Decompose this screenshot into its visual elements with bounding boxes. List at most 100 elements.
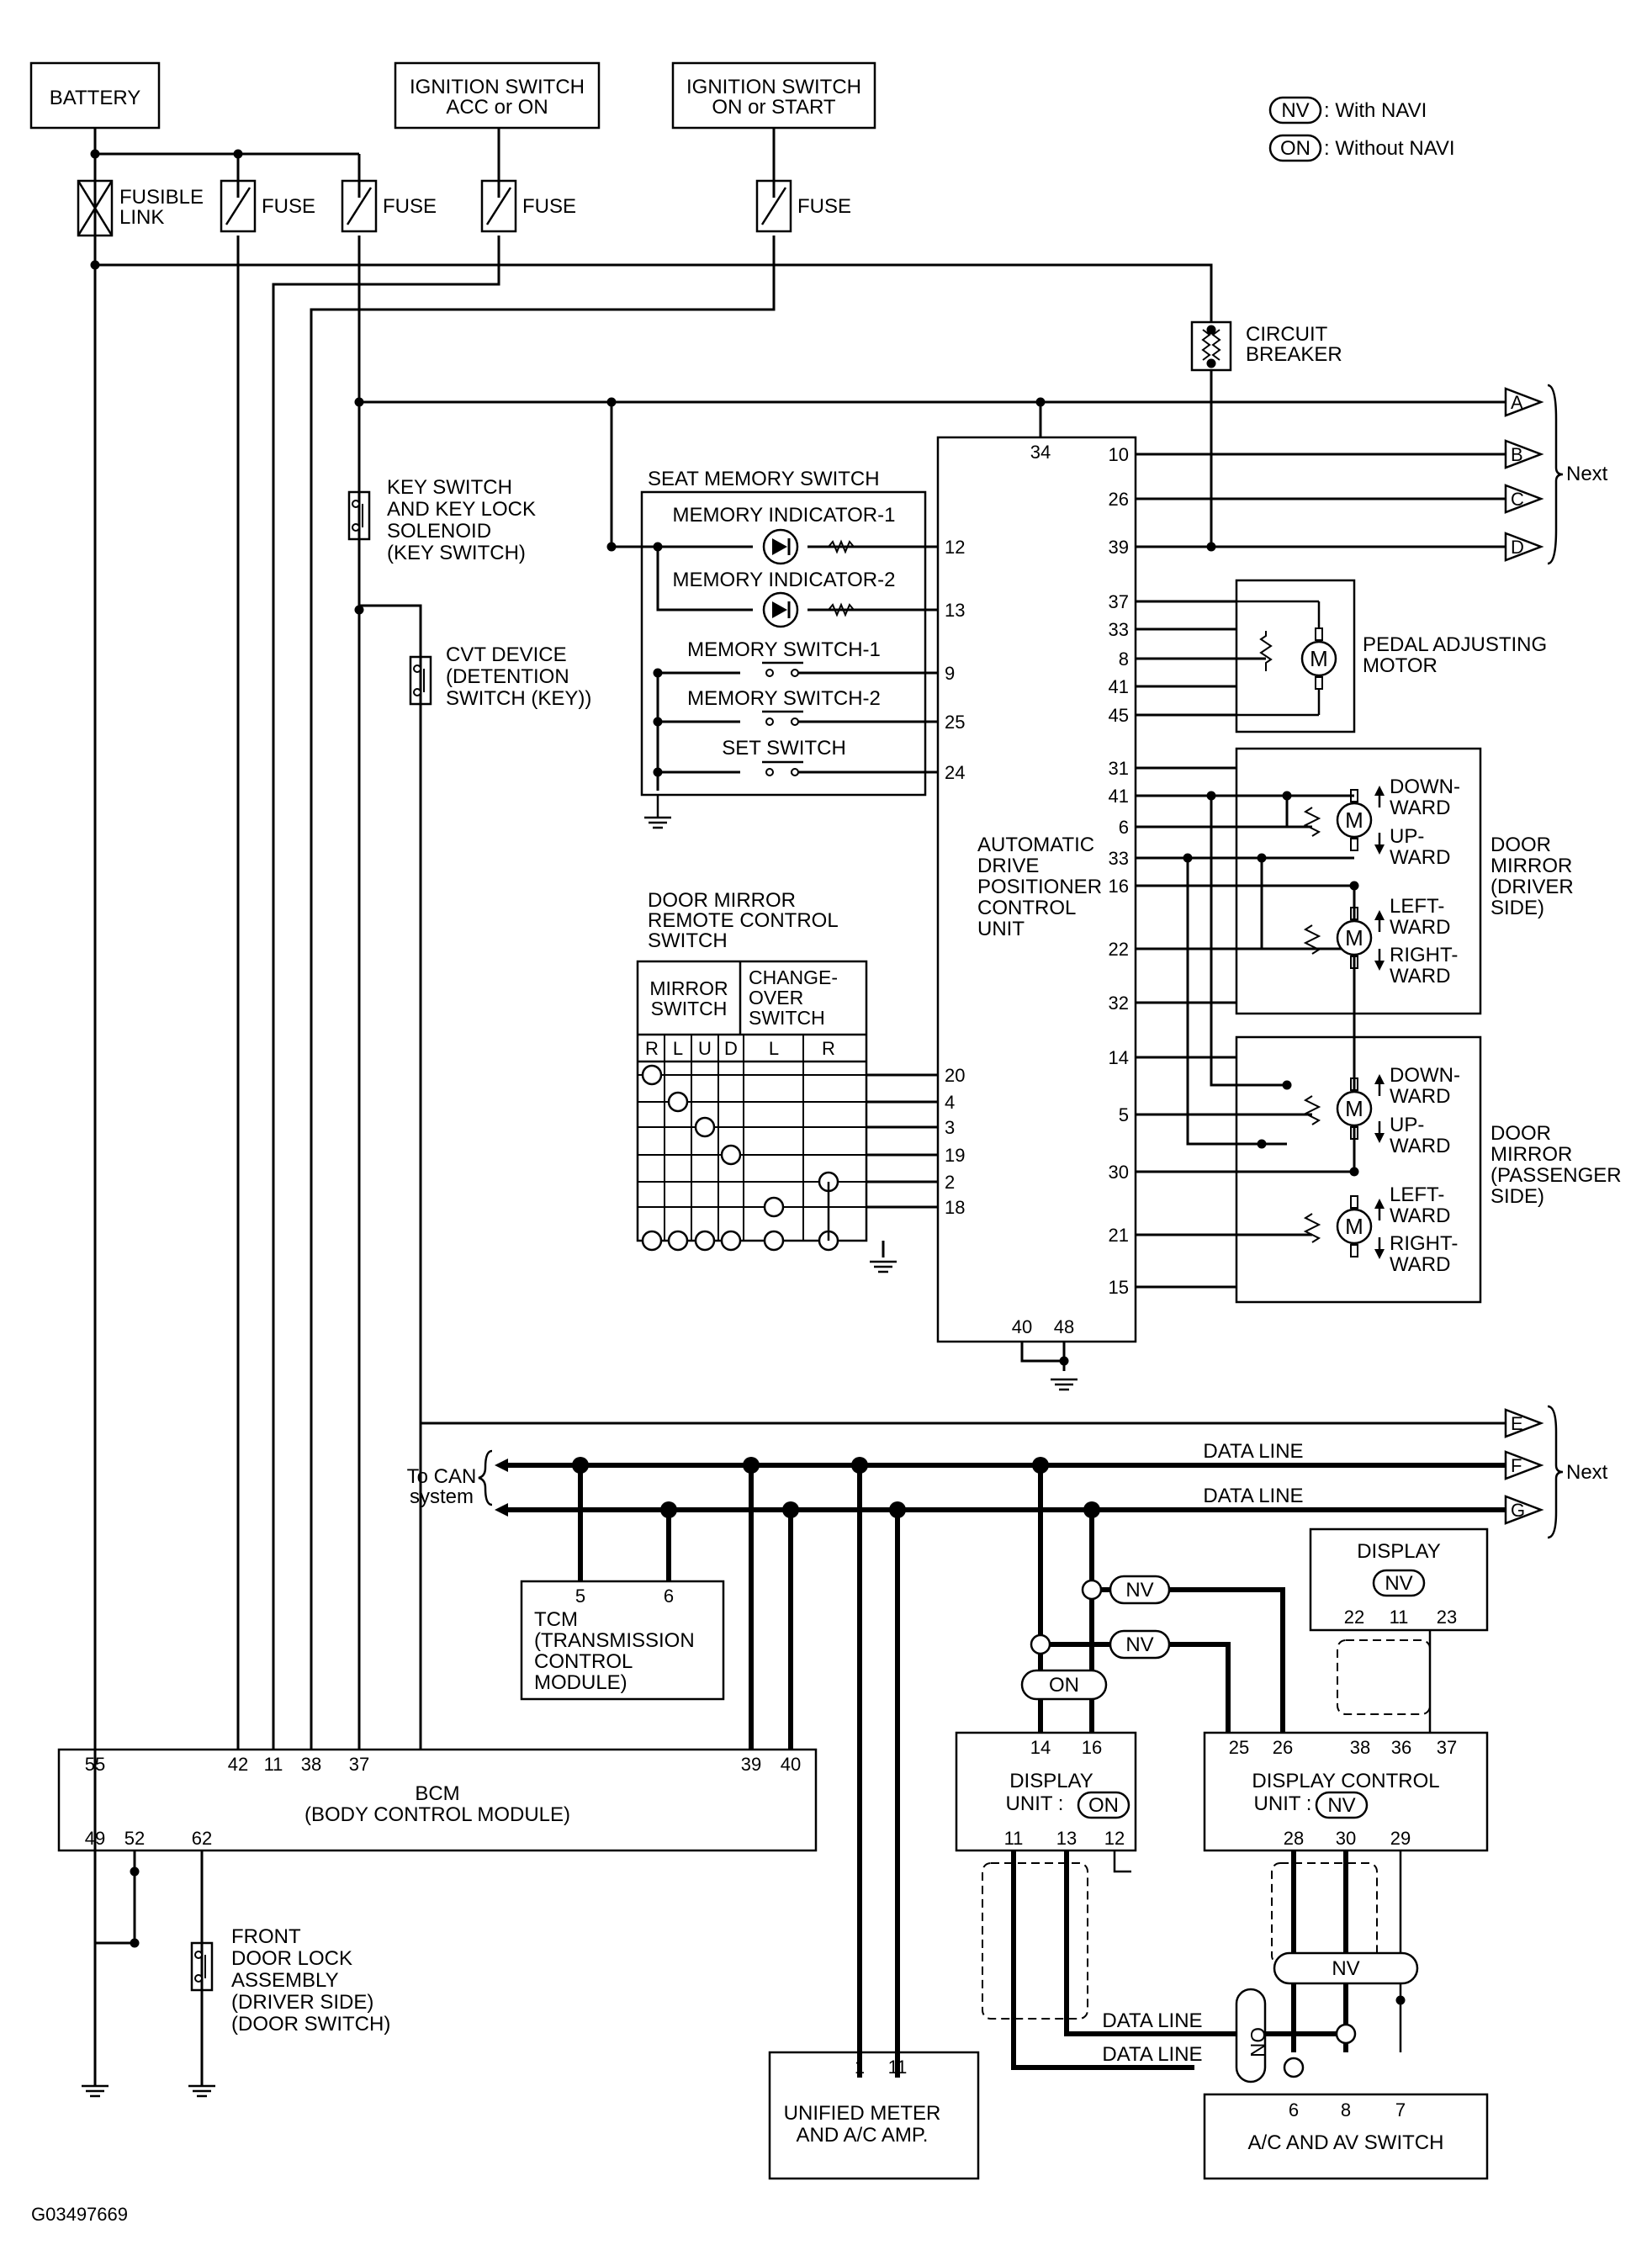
adp-pin: 15: [1109, 1277, 1129, 1298]
junction-dot: [233, 149, 243, 159]
display-control-pin: 37: [1437, 1737, 1457, 1758]
junction-dot: [606, 542, 617, 552]
mirror-switch-title-line: DOOR MIRROR: [648, 889, 796, 912]
passenger-mirror-left-label-line: WARD: [1390, 1204, 1450, 1227]
door-lock-switch-icon: [190, 1941, 214, 1992]
next-connector-E: [1504, 1408, 1544, 1438]
junction-dot: [653, 542, 663, 552]
adp-pin: 6: [1119, 817, 1129, 838]
mirror-switch-title-line: REMOTE CONTROL: [648, 909, 839, 932]
meter-name-line: UNIFIED METER: [784, 2102, 941, 2125]
adp-control-unit-box: [936, 436, 1137, 1343]
changeover-label-line: CHANGE-: [749, 966, 838, 988]
legend-nv-desc: : With NAVI: [1324, 99, 1427, 122]
passenger-mirror-motor-updown-glyph: M: [1345, 1096, 1363, 1121]
fuse-1-icon: [220, 179, 257, 233]
junction-dot: [354, 605, 364, 615]
door-lock-switch-icon-contact: [194, 1951, 203, 1959]
can-junction-dot: [889, 1501, 906, 1518]
adp-pin: 18: [945, 1197, 965, 1218]
switch-contact: [765, 768, 774, 776]
pedal-motor-icon: [1300, 640, 1337, 677]
junction-dot: [1206, 791, 1216, 801]
nv-tag-lower: [1109, 1629, 1171, 1660]
fuse-3-icon: [480, 179, 517, 233]
junction-dot: [1282, 1080, 1292, 1090]
can-junction-dot: [660, 1501, 677, 1518]
junction-dot: [1257, 1139, 1267, 1149]
memory-switch-2-label: MEMORY SWITCH-2: [687, 687, 881, 710]
junction-dot: [1206, 358, 1216, 368]
junction-dot: [653, 717, 663, 727]
driver-mirror-down-label-line: DOWN-: [1390, 776, 1460, 798]
tcm-name-line: CONTROL: [534, 1650, 633, 1673]
passenger-mirror-arrow-head: [1374, 1133, 1385, 1143]
mirror-switch-col-label: U: [698, 1038, 712, 1059]
driver-mirror-motor-leftright: [1336, 919, 1373, 956]
adp-pin: 33: [1109, 619, 1129, 640]
bcm-name-line: (BODY CONTROL MODULE): [304, 1803, 570, 1826]
on-tag-display: [1020, 1669, 1108, 1701]
passenger-mirror-pot: [1303, 1095, 1321, 1125]
door-lock-switch-icon-contact: [194, 1974, 203, 1983]
adp-pin: 45: [1109, 705, 1129, 726]
driver-mirror-motor-updown: [1336, 802, 1373, 839]
meter-name-line: AND A/C AMP.: [797, 2124, 929, 2147]
mirror-switch-col-label: L: [673, 1038, 683, 1059]
adp-pin: 9: [945, 663, 955, 684]
memory-indicator-2-label: MEMORY INDICATOR-2: [673, 569, 896, 591]
can-junction-dot: [782, 1501, 799, 1518]
av-switch-name: A/C AND AV SWITCH: [1248, 2131, 1444, 2154]
driver-mirror-left-label-line: WARD: [1390, 916, 1450, 939]
passenger-mirror-motor-updown: [1336, 1090, 1373, 1127]
next-connector-G: [1504, 1495, 1544, 1525]
battery-box: [29, 61, 161, 130]
driver-mirror-label-line: MIRROR: [1491, 855, 1572, 877]
display-control-pin: 25: [1229, 1737, 1249, 1758]
junction-dot: [1257, 853, 1267, 863]
next-connector-A: [1504, 387, 1544, 417]
circuit-breaker-label-line: BREAKER: [1246, 343, 1342, 366]
switch-position-ring: [641, 1064, 663, 1086]
display-control-pin: 29: [1390, 1828, 1411, 1849]
driver-mirror-box: [1235, 747, 1482, 1015]
misc-wire-layer: [1113, 1630, 1432, 2052]
ignition-start-label-line: IGNITION SWITCH: [686, 76, 861, 98]
display-pin: 23: [1437, 1607, 1457, 1628]
switch-contact: [791, 669, 799, 677]
switch-common-ring: [667, 1230, 689, 1252]
bcm-pin: 39: [741, 1754, 761, 1775]
av-connector-ring: [1283, 2057, 1305, 2078]
junction-dot: [1206, 325, 1216, 335]
display-unit-shield: [982, 1862, 1088, 2020]
driver-mirror-arrow-head: [1374, 910, 1385, 920]
fusible-link-icon: [77, 179, 114, 237]
meter-pin: 11: [888, 2057, 908, 2078]
driver-mirror-arrow-head: [1374, 961, 1385, 971]
memory-indicator-1-led-diode: [772, 538, 787, 555]
set-switch-label: SET SWITCH: [722, 737, 846, 760]
passenger-mirror-right-label-line: RIGHT-: [1390, 1232, 1458, 1255]
next-connector-D: [1504, 532, 1544, 562]
adp-pin: 31: [1109, 758, 1129, 779]
door-lock-label-line: FRONT: [231, 1925, 301, 1948]
driver-mirror-left-label-line: LEFT-: [1390, 895, 1444, 918]
passenger-mirror-motor-updown-brush: [1350, 1077, 1358, 1091]
pedal-motor-label-line: PEDAL ADJUSTING: [1363, 633, 1547, 656]
unified-meter-box: [768, 2051, 980, 2180]
tcm-box: [520, 1580, 725, 1701]
can-brace: [478, 1449, 493, 1506]
nv-tag-av: [1273, 1951, 1419, 1985]
can-junction-dot: [572, 1457, 589, 1474]
on-tag-av-text: ON: [1246, 2027, 1268, 2057]
av-switch-pin: 7: [1395, 2099, 1406, 2120]
driver-mirror-arrow-head: [1374, 844, 1385, 855]
cvt-switch-icon-contact: [413, 688, 421, 696]
next-brace-bottom: [1547, 1405, 1564, 1539]
display-control-pin: 28: [1284, 1828, 1304, 1849]
passenger-mirror-motor-updown-brush: [1350, 1126, 1358, 1140]
on-tag-display-text: ON: [1049, 1674, 1079, 1697]
bcm-pin: 40: [781, 1754, 801, 1775]
memory-indicator-2-led-resistor: [828, 602, 855, 617]
pedal-motor-label-line: MOTOR: [1363, 654, 1438, 677]
